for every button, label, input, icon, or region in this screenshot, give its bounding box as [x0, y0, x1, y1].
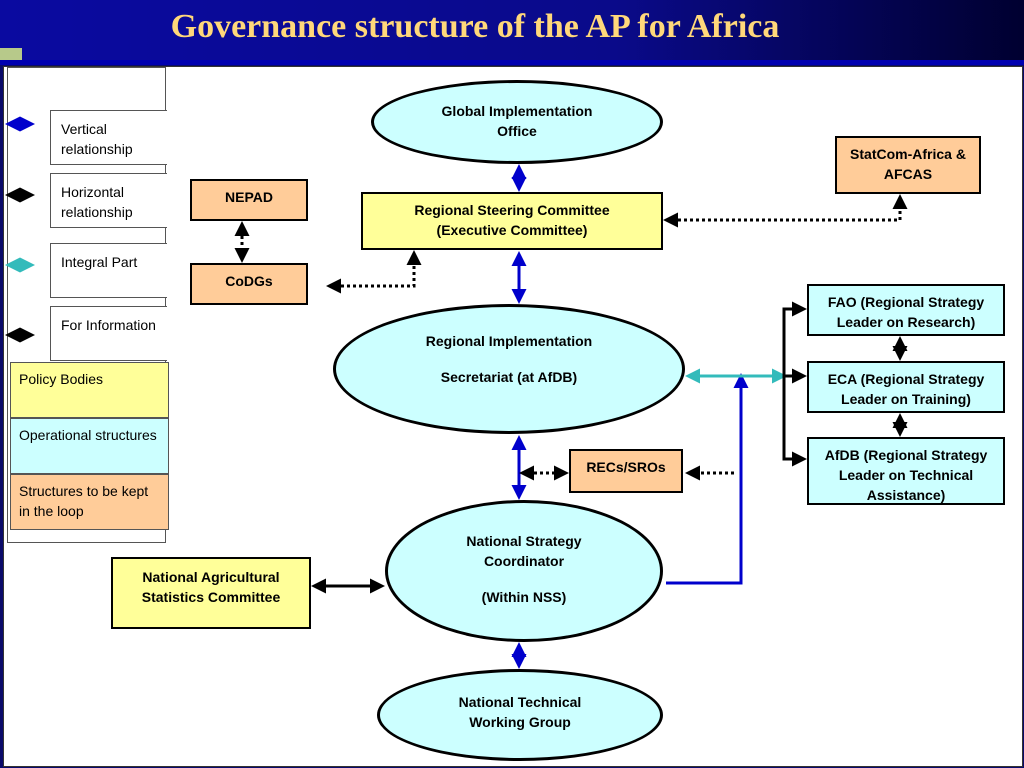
category-kept-in-loop: Structures to be kept in the loop [10, 474, 169, 530]
node-text: Working Group [469, 714, 571, 730]
node-text: Statistics Committee [141, 589, 281, 605]
node-text: Leader on Research) [836, 314, 976, 330]
node-global-implementation-office: Global Implementation Office [371, 80, 663, 164]
node-text: CoDGs [225, 273, 273, 289]
node-national-agricultural-statistics-committee: National Agricultural Statistics Committ… [111, 557, 311, 629]
node-text: Assistance) [866, 487, 946, 503]
node-codgs: CoDGs [190, 263, 308, 305]
legend-label: Integral Part [61, 254, 138, 270]
node-regional-implementation-secretariat: Regional Implementation Secretariat (at … [333, 304, 685, 434]
node-text: Secretariat (at AfDB) [440, 369, 578, 385]
node-text: (Executive Committee) [436, 222, 588, 238]
node-text: AfDB (Regional Strategy [824, 447, 988, 463]
category-policy-bodies: Policy Bodies [10, 362, 169, 418]
node-text: Regional Implementation [425, 333, 593, 349]
legend-panel: Vertical relationship Horizontal relatio… [7, 67, 169, 543]
legend-item-horizontal: Horizontal relationship [50, 173, 167, 228]
node-text: Office [497, 123, 537, 139]
node-text: ECA (Regional Strategy [827, 371, 985, 387]
legend-label: Vertical relationship [61, 121, 133, 157]
node-text: Regional Steering Committee [414, 202, 610, 218]
category-label: Operational structures [19, 427, 157, 443]
category-operational-structures: Operational structures [10, 418, 169, 474]
category-label: Structures to be kept in the loop [19, 483, 149, 519]
node-regional-steering-committee: Regional Steering Committee (Executive C… [361, 192, 663, 250]
legend-label: Horizontal relationship [61, 184, 133, 220]
legend-item-vertical: Vertical relationship [50, 110, 167, 165]
node-text: National Strategy [466, 533, 582, 549]
legend-item-integral: Integral Part [50, 243, 167, 298]
node-eca: ECA (Regional Strategy Leader on Trainin… [807, 361, 1005, 413]
category-label: Policy Bodies [19, 371, 104, 387]
node-text: National Agricultural [142, 569, 280, 585]
legend-item-information: For Information [50, 306, 167, 361]
diagram-canvas: Vertical relationship Horizontal relatio… [3, 66, 1023, 767]
connectors-layer [4, 116, 908, 669]
accent-bar [0, 60, 1024, 65]
edge-bracket-fao [782, 301, 807, 376]
node-fao: FAO (Regional Strategy Leader on Researc… [807, 284, 1005, 336]
legend-label: For Information [61, 317, 156, 333]
node-national-strategy-coordinator: National Strategy Coordinator (Within NS… [385, 500, 663, 642]
node-statcom-afcas: StatCom-Africa & AFCAS [835, 136, 981, 194]
page-title: Governance structure of the AP for Afric… [170, 8, 780, 45]
node-nepad: NEPAD [190, 179, 308, 221]
node-text: National Technical [458, 694, 582, 710]
edge-codgs-rsc [326, 250, 422, 294]
title-band [0, 0, 1024, 62]
node-text: AFCAS [883, 166, 933, 182]
accent-block [0, 48, 22, 60]
node-text: (Within NSS) [481, 589, 567, 605]
node-text: NEPAD [225, 189, 273, 205]
node-national-technical-working-group: National Technical Working Group [377, 669, 663, 761]
edge-nsc-integral-link [666, 373, 749, 585]
node-text: FAO (Regional Strategy [827, 294, 985, 310]
node-text: Leader on Training) [841, 391, 971, 407]
edge-bracket-afdb [782, 376, 807, 467]
node-text: RECs/SROs [586, 459, 666, 475]
node-text: StatCom-Africa & [850, 146, 966, 162]
node-recs-sros: RECs/SROs [569, 449, 683, 493]
node-afdb: AfDB (Regional Strategy Leader on Techni… [807, 437, 1005, 505]
edge-rsc-statcom [663, 194, 908, 228]
node-text: Leader on Technical [838, 467, 974, 483]
node-text: Global Implementation [441, 103, 593, 119]
node-text: Coordinator [483, 553, 565, 569]
